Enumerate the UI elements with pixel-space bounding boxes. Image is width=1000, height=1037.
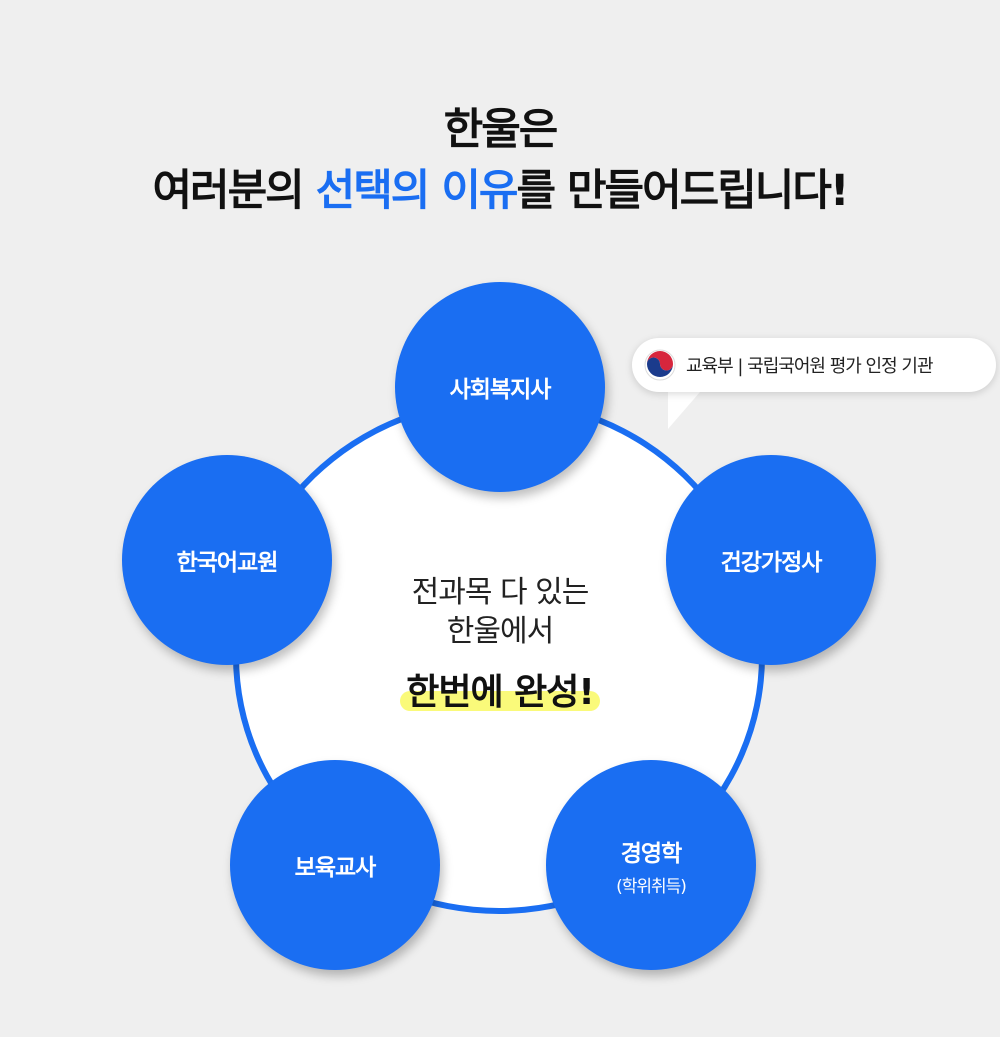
- node-healthy-family[interactable]: 건강가정사: [666, 455, 876, 665]
- headline-line2: 여러분의 선택의 이유를 만들어드립니다!: [0, 160, 1000, 222]
- node-business-admin[interactable]: 경영학 (학위취득): [546, 760, 756, 970]
- center-message: 전과목 다 있는 한울에서 한번에 완성!: [300, 573, 700, 715]
- center-line3: 한번에 완성!: [406, 672, 595, 713]
- headline: 한울은 여러분의 선택의 이유를 만들어드립니다!: [0, 100, 1000, 222]
- headline-highlight-reason: 이유: [441, 166, 518, 216]
- headline-text-before: 여러분의: [152, 166, 316, 216]
- node-korean-teacher[interactable]: 한국어교원: [122, 455, 332, 665]
- node-sublabel: (학위취득): [616, 876, 687, 897]
- accreditation-badge: 교육부 | 국립국어원 평가 인정 기관: [632, 338, 996, 392]
- headline-highlight-choice: 선택의: [315, 166, 431, 216]
- korea-government-emblem-icon: [644, 349, 676, 381]
- headline-text-after: 를 만들어드립니다!: [516, 166, 849, 216]
- headline-space: [428, 166, 441, 216]
- node-childcare-teacher[interactable]: 보육교사: [230, 760, 440, 970]
- headline-line1: 한울은: [443, 105, 559, 155]
- node-label: 경영학: [620, 840, 682, 867]
- node-label: 사회복지사: [449, 377, 552, 403]
- node-label: 보육교사: [294, 855, 377, 881]
- node-label: 건강가정사: [720, 550, 823, 576]
- highlight-marker: [400, 691, 600, 711]
- accreditation-text: 교육부 | 국립국어원 평가 인정 기관: [686, 356, 934, 377]
- center-line1: 전과목 다 있는: [411, 575, 590, 610]
- node-social-worker[interactable]: 사회복지사: [395, 282, 605, 492]
- bubble-tail: [668, 385, 706, 429]
- center-emphasis: 한번에 완성!: [400, 663, 600, 715]
- node-label: 한국어교원: [176, 550, 279, 576]
- center-line2: 한울에서: [446, 614, 554, 649]
